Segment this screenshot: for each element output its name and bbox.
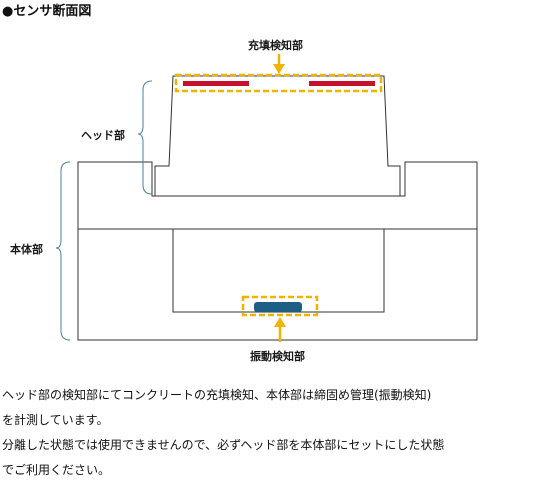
description-line: でご利用ください。 [2, 463, 111, 477]
description-line: 分離した状態では使用できませんので、必ずヘッド部を本体部にセットにした状態 [2, 438, 445, 452]
fill-detection-label: 充填検知部 [248, 39, 303, 52]
fill-sensor-right [309, 81, 375, 86]
fill-detection-arrow-head [273, 64, 285, 74]
vibration-detection-arrow-head [274, 317, 286, 327]
description-line: ヘッド部の検知部にてコンクリートの充填検知、本体部は締固め管理(振動検知) [2, 388, 432, 402]
page-title: ●センサ断面図 [2, 4, 92, 19]
vibration-sensor [254, 302, 302, 312]
head-bracket [137, 80, 153, 195]
vibration-detection-highlight [241, 295, 319, 317]
body-label: 本体部 [10, 243, 43, 256]
body-block-outline [77, 161, 478, 341]
head-label: ヘッド部 [81, 129, 125, 142]
vibration-detection-label: 振動検知部 [250, 350, 305, 363]
body-bracket [55, 161, 71, 341]
head-block-outline [154, 75, 401, 197]
description-line: を計測しています。 [2, 413, 109, 427]
fill-sensor-left [183, 81, 249, 86]
description-text: ヘッド部の検知部にてコンクリートの充填検知、本体部は締固め管理(振動検知) を計… [2, 383, 538, 483]
fill-detection-highlight [174, 73, 383, 93]
body-inner-cavity [172, 229, 385, 313]
